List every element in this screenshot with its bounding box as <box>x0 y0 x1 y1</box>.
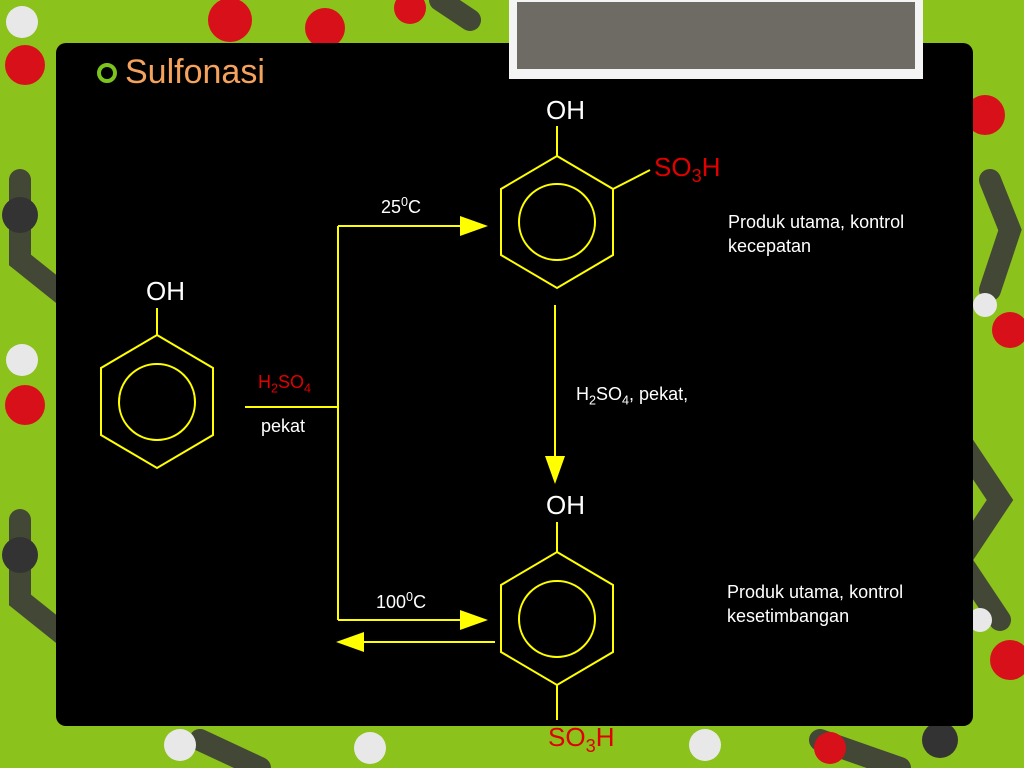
ortho-so3h-label: SO3H <box>654 152 721 187</box>
para-so3h-label: SO3H <box>548 722 615 757</box>
reagent-condition: pekat <box>261 416 306 436</box>
para-product-ring <box>500 522 614 720</box>
para-product-note: Produk utama, kontrol kesetimbangan <box>727 582 904 626</box>
ortho-product-note: Produk utama, kontrol kecepatan <box>728 212 905 256</box>
picture-frame <box>509 0 923 79</box>
conversion-reagent: H2SO4, pekat, <box>576 384 689 408</box>
ortho-product-ring <box>500 126 651 290</box>
slide-title: Sulfonasi <box>97 53 265 92</box>
slide-title-text: Sulfonasi <box>125 53 265 91</box>
picture-placeholder <box>517 2 915 69</box>
temp-100-label: 1000C <box>376 590 427 612</box>
temp-25-label: 250C <box>381 195 422 217</box>
reagent-formula: H2SO4 <box>258 372 312 396</box>
ortho-oh-label: OH <box>546 95 585 125</box>
slide-panel <box>56 43 973 726</box>
bullet-icon <box>97 62 117 83</box>
para-oh-label: OH <box>546 490 585 520</box>
phenol-oh-label: OH <box>146 276 185 306</box>
phenol-ring <box>100 308 214 470</box>
